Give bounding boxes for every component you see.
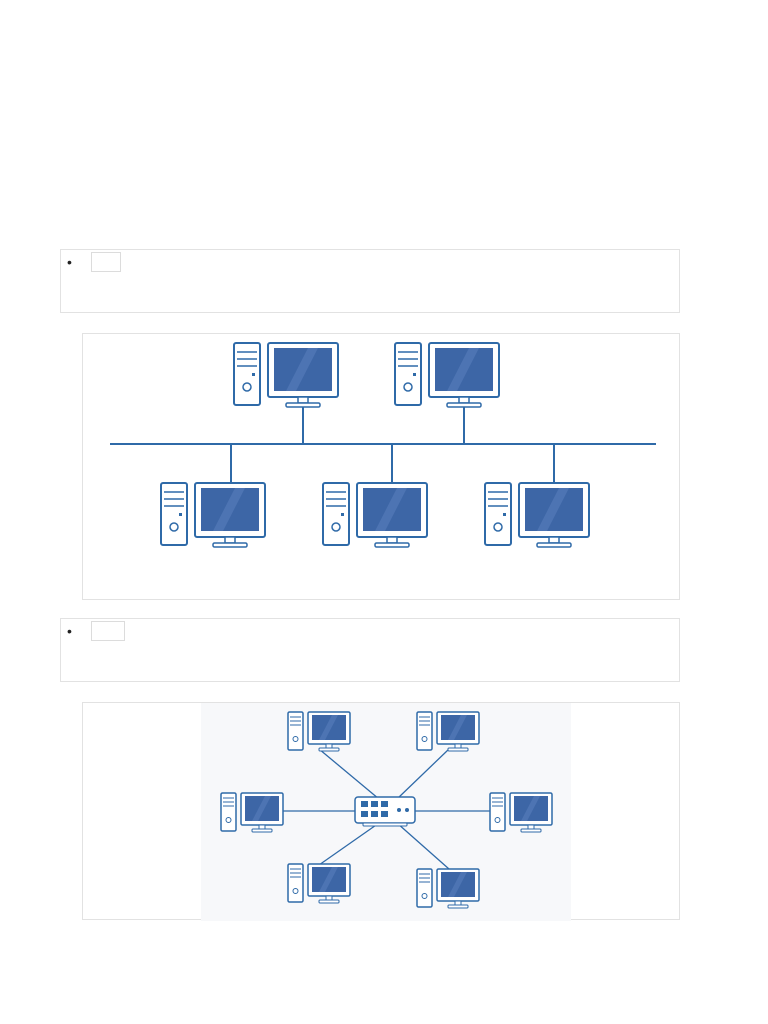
star-link-line: [396, 822, 450, 870]
bus-topology-svg: [110, 342, 656, 548]
star-link-line: [396, 748, 450, 800]
list-item-2: •: [60, 618, 680, 682]
star-link-line: [318, 822, 380, 866]
star-link-line: [318, 748, 380, 800]
tag-label-box: [91, 621, 125, 641]
star-topology-svg: [201, 703, 571, 921]
bullet-marker: •: [67, 623, 72, 639]
computer-node: [322, 482, 428, 548]
tag-label-box: [91, 252, 121, 272]
star-topology-diagram: [82, 702, 680, 921]
bullet-marker: •: [67, 254, 72, 270]
computer-node: [484, 482, 590, 548]
computer-node: [394, 342, 500, 408]
computer-node: [233, 342, 339, 408]
list-item-1: •: [60, 249, 680, 313]
computer-node: [160, 482, 266, 548]
bus-topology-diagram: [82, 333, 680, 600]
network-switch-icon: [354, 796, 416, 827]
